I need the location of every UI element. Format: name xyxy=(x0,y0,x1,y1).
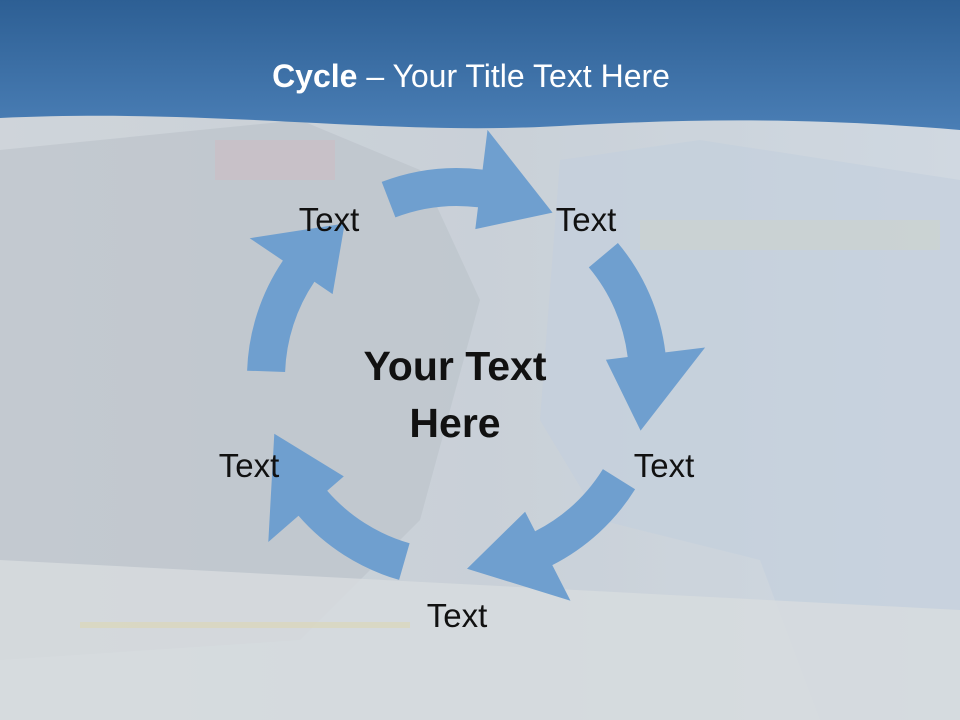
cycle-arrow-3 xyxy=(467,469,636,601)
cycle-label-1: Text xyxy=(298,201,360,238)
photo-hedge xyxy=(640,220,940,250)
cycle-arrow-2 xyxy=(588,243,706,431)
slide-title: Cycle – Your Title Text Here xyxy=(0,50,942,102)
center-text: Your Text Here xyxy=(364,338,547,452)
center-text-line1: Your Text xyxy=(363,343,547,389)
header-band xyxy=(0,0,960,130)
cycle-arrow-5 xyxy=(247,223,345,372)
cycle-label-5: Text xyxy=(218,447,280,484)
center-text-line2: Here xyxy=(409,400,501,446)
cycle-arrow-4 xyxy=(268,433,410,580)
cycle-label-2: Text xyxy=(555,201,617,238)
slide-title-rest: – Your Title Text Here xyxy=(357,58,670,94)
cycle-label-4: Text xyxy=(426,597,488,634)
slide-title-bold: Cycle xyxy=(272,58,358,94)
photo-taillight xyxy=(215,140,335,180)
photo-road-line xyxy=(80,622,410,628)
cycle-arrows xyxy=(247,129,706,601)
cycle-arrow-1 xyxy=(381,129,553,230)
photo-road xyxy=(0,560,960,720)
cycle-label-3: Text xyxy=(633,447,695,484)
